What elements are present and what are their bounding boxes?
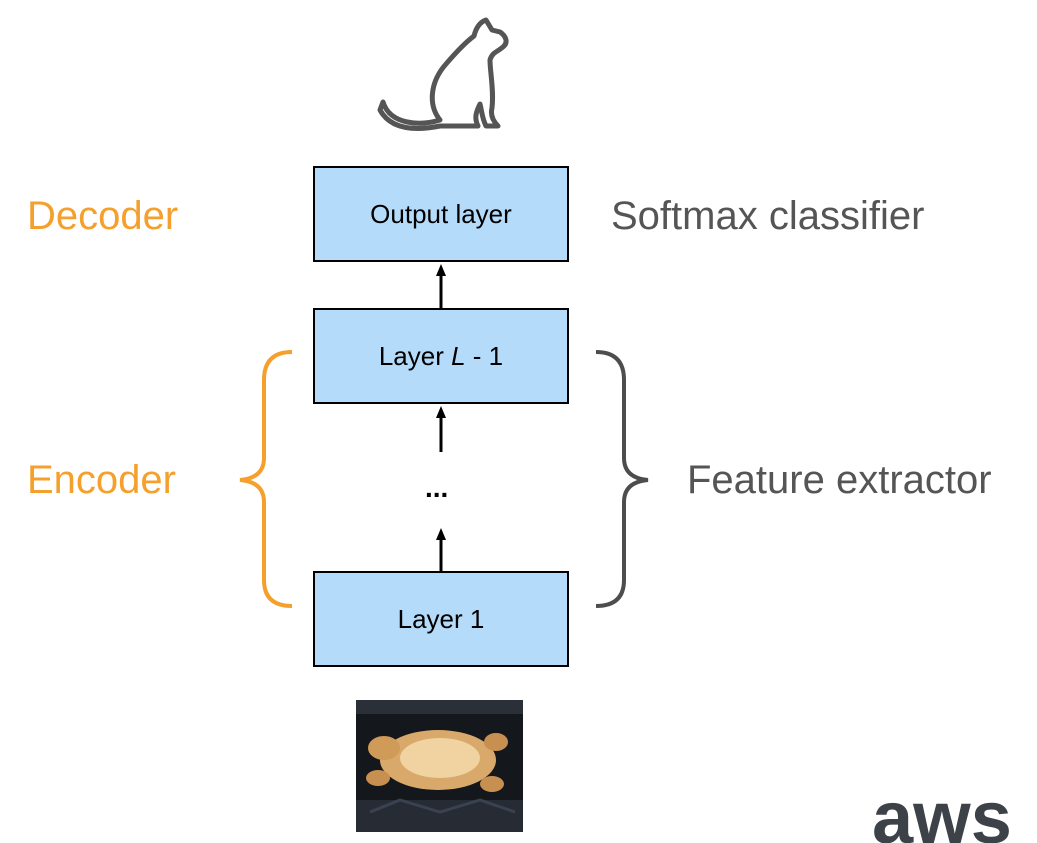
layer-1-box: Layer 1: [313, 571, 569, 667]
layer-l-minus-1-prefix: Layer: [378, 340, 452, 371]
encoder-label: Encoder: [27, 458, 176, 502]
aws-logo: aws: [872, 776, 1012, 843]
feature-extractor-label: Feature extractor: [687, 458, 992, 502]
softmax-classifier-label: Softmax classifier: [611, 194, 925, 238]
layer-l-minus-1-suffix: - 1: [465, 340, 504, 371]
arrows: [436, 264, 446, 573]
arrow-to-layer-l-1: [436, 406, 446, 452]
cat-photo: [356, 700, 523, 832]
output-layer-box: Output layer: [313, 166, 569, 262]
layer-l-variable: L: [451, 340, 466, 371]
output-layer-label: Output layer: [370, 198, 512, 229]
layer-l-minus-1-label: Layer L - 1: [379, 341, 503, 372]
encoder-bracket: [239, 350, 293, 608]
layer-1-label: Layer 1: [397, 603, 485, 634]
arrow-from-layer-1: [436, 528, 446, 573]
layer-l-minus-1-box: Layer L - 1: [313, 308, 569, 404]
cat-silhouette-icon: [377, 17, 509, 132]
aws-logo-text: aws: [872, 776, 1012, 843]
decoder-label: Decoder: [27, 194, 179, 238]
feature-extractor-bracket: [595, 350, 649, 608]
layers-ellipsis: ...: [425, 472, 449, 503]
arrow-to-output: [436, 264, 446, 309]
